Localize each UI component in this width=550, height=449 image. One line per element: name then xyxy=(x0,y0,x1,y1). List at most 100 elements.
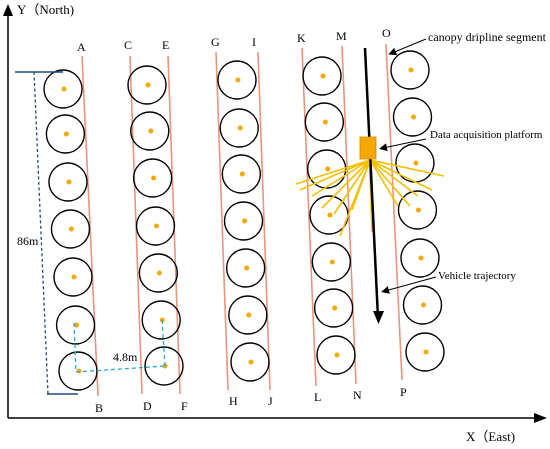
tree-canopy-2-6 xyxy=(230,342,270,382)
tree-center-1-1 xyxy=(148,128,154,134)
tree-center-0-3 xyxy=(68,226,74,232)
row-length-label: 86m xyxy=(17,234,39,248)
tree-center-4-0 xyxy=(408,67,414,73)
dripline-3 xyxy=(215,51,229,391)
spacing-dashed-vertical-left xyxy=(73,322,77,373)
row-labels-bottom: B D F H J L N P xyxy=(95,385,407,415)
vehicle-trajectory-label: Vehicle trajectory xyxy=(438,270,516,282)
row-label-l: L xyxy=(314,390,321,404)
tree-canopy-1-0 xyxy=(127,65,167,105)
axes: Y（North) X（East) xyxy=(3,2,547,444)
tree-canopy-2-3 xyxy=(223,201,264,241)
sensor-beam-1 xyxy=(299,159,371,191)
tree-center-1-3 xyxy=(154,223,160,229)
row-label-o: O xyxy=(382,26,391,40)
row-label-i: I xyxy=(252,35,256,49)
y-axis-label: Y（North) xyxy=(17,2,74,17)
tree-center-0-6 xyxy=(76,368,82,374)
tree-canopy-3-0 xyxy=(302,56,342,96)
dripline-4 xyxy=(257,51,271,391)
row-label-d: D xyxy=(143,399,152,413)
dripline-0 xyxy=(81,55,99,397)
tree-center-0-5 xyxy=(74,322,80,328)
tree-canopy-0-5 xyxy=(55,305,96,345)
tree-center-0-2 xyxy=(66,179,72,185)
row-label-g: G xyxy=(211,35,220,49)
sensor-beam-3 xyxy=(321,159,371,209)
row-spacing-measure: 4.8m xyxy=(73,319,166,373)
tree-center-0-4 xyxy=(71,274,77,280)
row-label-f: F xyxy=(181,399,188,413)
x-axis-label: X（East) xyxy=(466,429,515,444)
y-axis-arrow-icon xyxy=(3,4,13,16)
tree-canopy-2-2 xyxy=(221,154,262,194)
tree-canopy-2-5 xyxy=(228,295,268,335)
row-label-h: H xyxy=(229,394,238,408)
row-label-j: J xyxy=(268,394,273,408)
tree-center-3-2 xyxy=(325,166,331,172)
trajectory-line xyxy=(363,47,380,319)
x-axis-arrow-icon xyxy=(534,413,547,423)
row-label-n: N xyxy=(353,388,362,402)
dripline-5 xyxy=(301,47,317,387)
tree-center-4-6 xyxy=(423,349,429,355)
tree-canopy-4-4 xyxy=(400,238,440,278)
tree-center-1-4 xyxy=(156,270,162,276)
sensor-beam-11 xyxy=(369,159,433,191)
row-labels-top: A C E G I K M O xyxy=(77,26,391,54)
tree-canopy-3-1 xyxy=(304,102,345,142)
vehicle-trajectory xyxy=(363,47,384,324)
tree-center-3-6 xyxy=(334,352,340,358)
tree-center-1-0 xyxy=(145,82,151,88)
trajectory-arrow-icon xyxy=(373,311,384,324)
tree-canopy-2-0 xyxy=(217,60,257,100)
tree-canopy-1-3 xyxy=(135,206,176,246)
tree-canopy-4-3 xyxy=(397,190,438,230)
row-label-c: C xyxy=(124,38,132,52)
tree-center-0-0 xyxy=(61,86,67,92)
platform-label: Data acquisition platform xyxy=(430,129,543,141)
tree-canopies xyxy=(43,50,445,391)
tree-center-2-1 xyxy=(237,125,243,131)
tree-center-2-6 xyxy=(248,359,254,365)
row-label-m: M xyxy=(336,29,347,43)
platform-pointer xyxy=(379,138,427,152)
tree-canopy-4-0 xyxy=(390,50,430,90)
tree-center-2-0 xyxy=(235,77,241,83)
tree-center-3-0 xyxy=(320,73,326,79)
tree-canopy-3-4 xyxy=(311,242,352,282)
tree-canopy-0-3 xyxy=(50,209,91,249)
spacing-dashed-vertical-right xyxy=(161,319,166,367)
sensor-beam-0 xyxy=(295,159,371,185)
tree-canopy-0-0 xyxy=(43,69,83,109)
row-label-e: E xyxy=(162,38,169,52)
row-label-p: P xyxy=(400,385,407,399)
tree-canopy-0-4 xyxy=(53,257,93,297)
sensor-beam-10 xyxy=(369,159,419,197)
tree-center-1-2 xyxy=(151,175,157,181)
measure-dashed-line xyxy=(33,71,49,395)
canopy-dripline-label: canopy dripline segment xyxy=(428,30,547,44)
tree-canopy-2-4 xyxy=(225,248,266,288)
tree-canopy-4-1 xyxy=(392,97,433,137)
tree-canopy-3-6 xyxy=(316,335,356,375)
tree-center-2-5 xyxy=(246,312,252,318)
tree-center-3-1 xyxy=(322,119,328,125)
tree-canopy-1-5 xyxy=(141,300,181,340)
tree-canopy-0-1 xyxy=(45,114,86,154)
sensor-beam-4 xyxy=(333,159,371,215)
tree-center-2-2 xyxy=(239,171,245,177)
tree-canopy-1-1 xyxy=(130,111,170,151)
annotations: canopy dripline segment Data acquisition… xyxy=(379,30,547,294)
tree-canopy-3-2 xyxy=(306,149,347,189)
sensor-beam-12 xyxy=(369,159,445,177)
tree-canopy-1-2 xyxy=(132,158,173,198)
canopy-pointer xyxy=(388,38,427,56)
tree-center-2-3 xyxy=(242,218,247,224)
row-label-a: A xyxy=(77,40,86,54)
sensor-beam-9 xyxy=(369,159,411,207)
tree-canopy-3-5 xyxy=(313,288,354,328)
tree-canopy-0-2 xyxy=(48,162,88,202)
row-length-measure: 86m xyxy=(15,71,78,395)
